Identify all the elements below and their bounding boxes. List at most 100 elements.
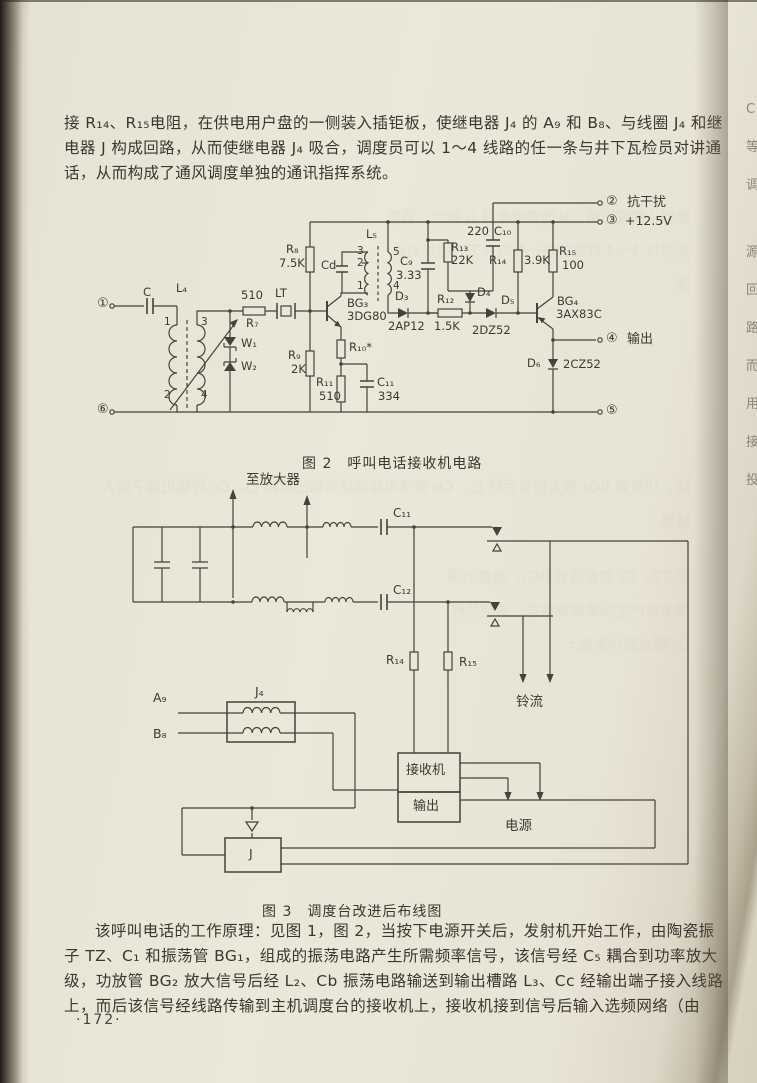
component-label: R₉ xyxy=(288,348,301,362)
component-label: ③ xyxy=(606,213,618,228)
component-label: W₁ xyxy=(241,336,257,350)
component-label: 5 xyxy=(393,246,400,258)
component-label: R₁₁ xyxy=(316,375,334,389)
component-label: 等 xyxy=(746,140,757,155)
component-label: B₈ xyxy=(153,726,167,741)
component-label: D₃ xyxy=(395,289,409,303)
component-label: 路 xyxy=(746,321,757,336)
component-label: 投 xyxy=(746,473,757,488)
component-label: LT xyxy=(275,286,287,300)
component-label: R₁₂ xyxy=(437,292,455,306)
component-label: ⑤ xyxy=(606,403,618,418)
component-label: R₁₃ xyxy=(451,240,469,254)
component-label: D₅ xyxy=(501,293,515,307)
component-label: D₄ xyxy=(477,285,491,299)
component-label: 回 xyxy=(746,283,757,298)
component-label: 输出 xyxy=(413,799,440,814)
component-label: C₁₁ xyxy=(377,375,395,389)
component-label: 334 xyxy=(378,389,400,403)
component-label: C₁₂ xyxy=(393,583,411,597)
component-label: 2DZ52 xyxy=(472,323,511,337)
component-label: J xyxy=(249,846,253,861)
component-label: 铃流 xyxy=(516,694,543,710)
paragraph-line: 上，而后该信号经线路传输到主机调度台的接收机上，接收机接到信号后输入选频网络（由 xyxy=(64,997,701,1015)
component-label: 2K xyxy=(291,362,306,376)
component-label: R₁₀* xyxy=(349,340,372,354)
scan-top-edge xyxy=(0,0,757,2)
component-label: R₁₅ xyxy=(459,655,477,669)
paragraph-line: 子 TZ、C₁ 和振荡管 BG₁，组成的振荡电路产生所需频率信号，该信号经 C₅… xyxy=(64,947,718,965)
component-label: +12.5V xyxy=(625,213,672,228)
component-label: 1 xyxy=(357,280,364,292)
paragraph-line: 该呼叫电话的工作原理：见图 1，图 2，当按下电源开关后，发射机开始工作，由陶瓷… xyxy=(95,922,715,940)
component-label: BG₄ xyxy=(557,294,579,308)
component-label: L₅ xyxy=(366,227,378,241)
component-label: J₄ xyxy=(255,684,264,699)
component-label: C xyxy=(746,102,756,117)
component-label: ⑥ xyxy=(97,402,109,417)
component-label: R₁₄ xyxy=(489,253,507,267)
component-label: 4 xyxy=(393,280,400,292)
component-label: A₉ xyxy=(153,690,167,705)
component-label: 至放大器 xyxy=(246,472,300,488)
figure2-schematic xyxy=(109,200,603,415)
component-label: 源 xyxy=(746,245,757,260)
component-label: R₁₅ xyxy=(559,244,577,258)
component-label: 抗干扰 xyxy=(627,195,667,210)
component-label: 3DG80 xyxy=(347,309,387,323)
component-label: 3 xyxy=(357,245,364,257)
component-label: 2 xyxy=(357,257,364,269)
component-label: 1 xyxy=(164,316,171,328)
component-label: 电源 xyxy=(505,818,532,834)
component-label: 3 xyxy=(201,316,208,328)
component-label: 100 xyxy=(562,258,584,272)
component-label: ② xyxy=(606,194,618,209)
page-curl-shadow xyxy=(694,0,728,1083)
component-label: 1.5K xyxy=(434,319,460,333)
component-label: C₁₁ xyxy=(393,506,411,520)
component-label: 2AP12 xyxy=(388,319,425,333)
component-label: 510 xyxy=(319,389,341,403)
component-label: Cd xyxy=(321,258,337,272)
paragraph-line: 接 R₁₄、R₁₅电阻，在供电用户盘的一侧装入插钜板，使继电器 J₄ 的 A₉ … xyxy=(64,114,723,132)
component-label: W₂ xyxy=(241,359,257,373)
component-label: BG₃ xyxy=(347,296,369,310)
component-label: 2 xyxy=(164,389,171,401)
component-label: 调 xyxy=(746,178,757,193)
component-label: R₈ xyxy=(286,242,299,256)
component-label: 22K xyxy=(451,253,474,267)
paragraph-line: 电器 J 构成回路，从而使继电器 J₄ 吸合，调度员可以 1～4 线路的任一条与… xyxy=(64,139,722,157)
page-number: ·172· xyxy=(76,1012,122,1028)
component-label: 4 xyxy=(201,389,208,401)
component-label: 接收机 xyxy=(406,763,446,778)
component-label: D₆ xyxy=(527,356,541,370)
component-label: 3.33 xyxy=(396,268,422,282)
figure2-caption: 图 2 呼叫电话接收机电路 xyxy=(302,456,483,472)
component-label: 7.5K xyxy=(279,256,305,270)
paragraph-line: 级，功放管 BG₂ 放大信号后经 L₂、Cb 振荡电路输送到输出槽路 L₃、Cc… xyxy=(64,972,724,990)
figure3-schematic xyxy=(132,489,689,873)
component-label: 接 xyxy=(746,435,757,450)
component-label: ④ xyxy=(606,331,618,346)
component-label: C₉ xyxy=(400,254,413,268)
component-label: C xyxy=(143,285,152,299)
component-label: 输出 xyxy=(627,332,654,347)
component-label: C₁₀ xyxy=(494,224,512,238)
component-label: R₇ xyxy=(246,316,259,330)
component-label: 3.9K xyxy=(524,253,550,267)
component-label: 而 xyxy=(746,359,757,374)
paragraph-line: 话，从而构成了通风调度单独的通讯指挥系统。 xyxy=(64,164,398,182)
component-label: 3AX83C xyxy=(556,307,602,321)
book-spine-shadow xyxy=(0,0,30,1083)
figure3-caption: 图 3 调度台改进后布线图 xyxy=(262,904,443,920)
component-label: L₄ xyxy=(176,281,188,295)
component-label: 用 xyxy=(746,397,757,412)
component-label: ① xyxy=(97,296,109,311)
component-label: 220 xyxy=(467,224,489,238)
component-label: R₁₄ xyxy=(386,653,404,667)
